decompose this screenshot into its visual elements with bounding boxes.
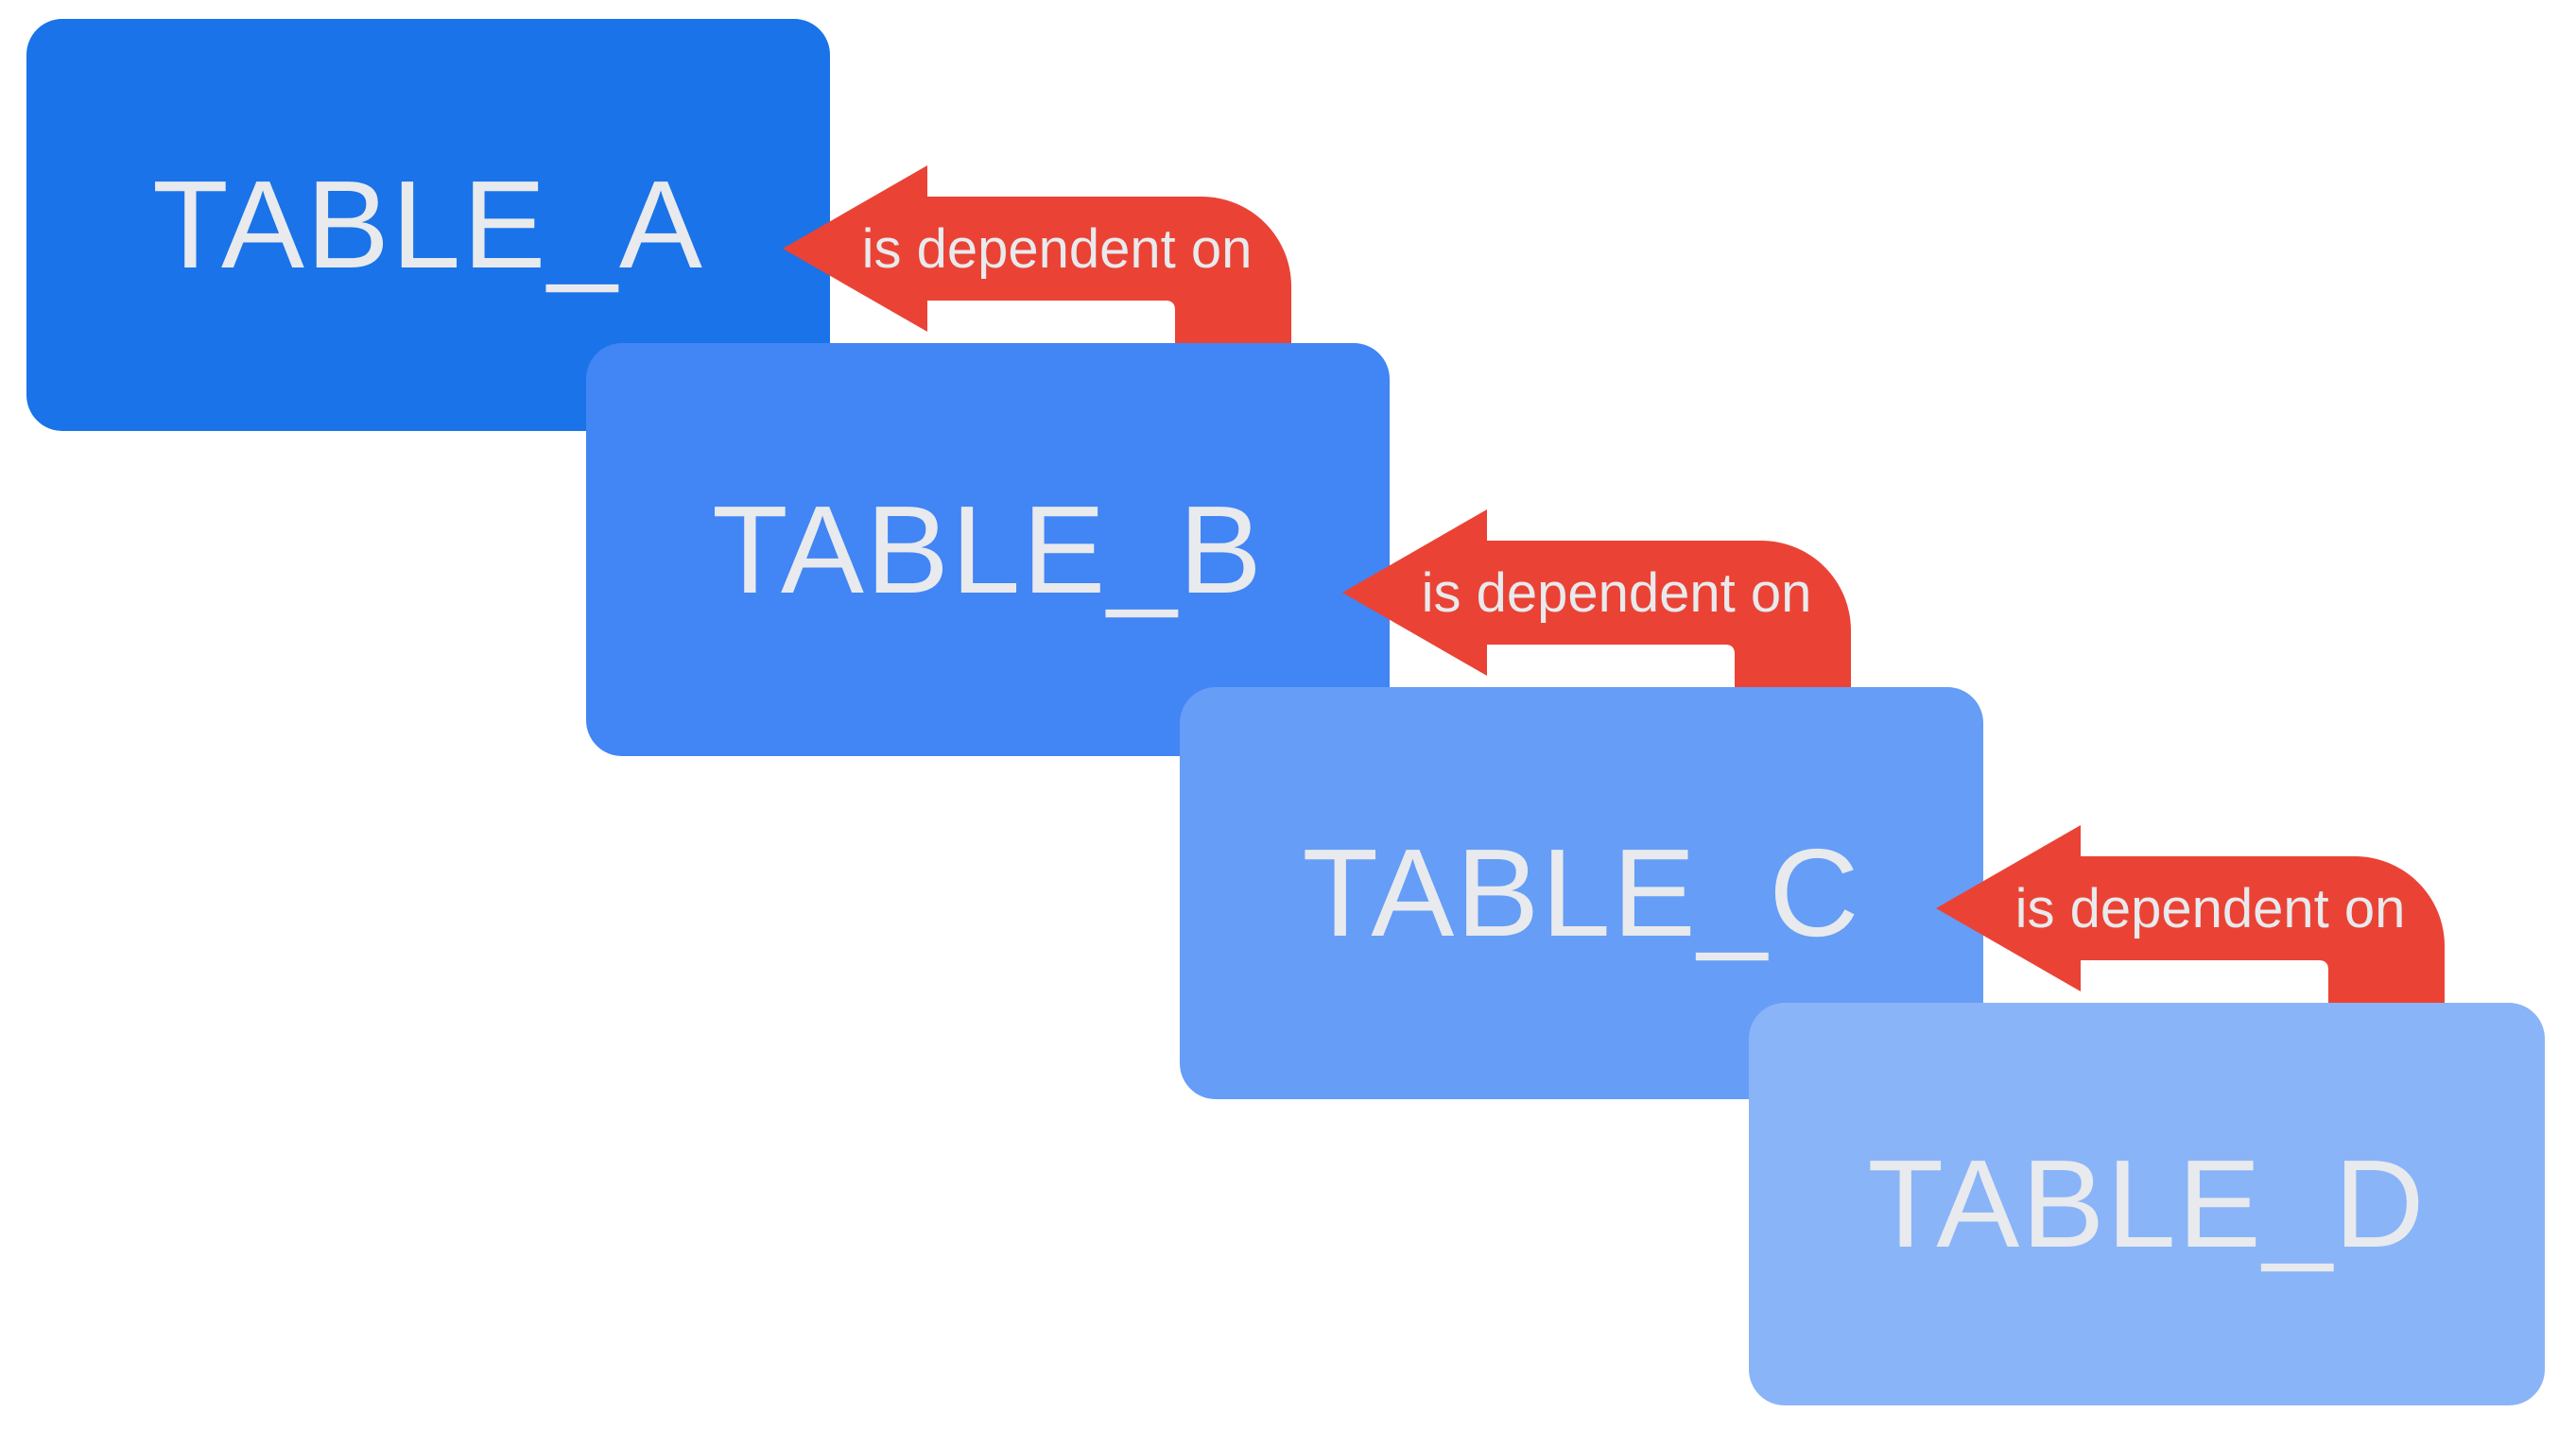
table-box-a: TABLE_A xyxy=(26,19,830,431)
dependency-arrow-b-to-a: is dependent on xyxy=(783,165,1291,347)
table-box-d: TABLE_D xyxy=(1749,1003,2545,1405)
arrow-label-d-to-c: is dependent on xyxy=(2015,878,2406,939)
arrow-shape xyxy=(783,165,1291,347)
dependency-arrow-d-to-c: is dependent on xyxy=(1936,825,2445,1007)
dependency-arrow-c-to-b: is dependent on xyxy=(1342,509,1851,691)
arrow-shape xyxy=(1936,825,2445,1007)
table-b-label: TABLE_B xyxy=(712,479,1264,619)
arrow-label-c-to-b: is dependent on xyxy=(1422,562,1812,624)
arrow-shape xyxy=(1342,509,1851,691)
table-c-label: TABLE_C xyxy=(1302,823,1861,962)
table-a-label: TABLE_A xyxy=(152,155,704,294)
arrow-label-b-to-a: is dependent on xyxy=(862,218,1253,280)
table-d-label: TABLE_D xyxy=(1867,1134,2427,1273)
